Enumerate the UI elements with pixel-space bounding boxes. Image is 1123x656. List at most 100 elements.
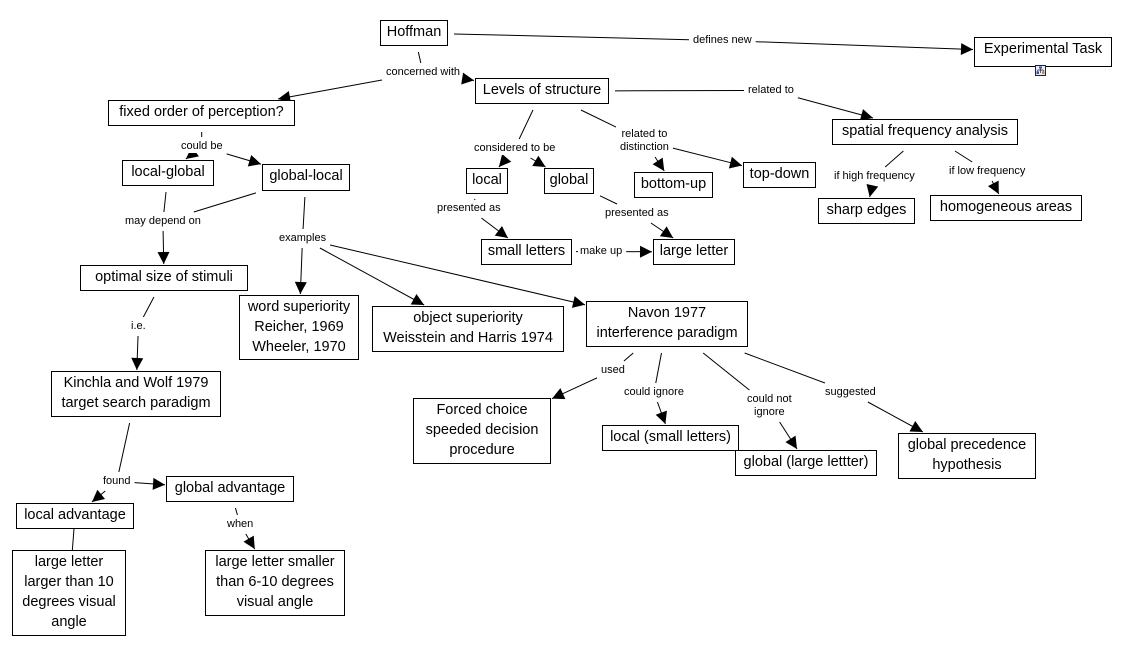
connector-related_to-to-spatial_freq — [797, 97, 874, 119]
concept-local-small-letters[interactable]: local (small letters) — [602, 425, 739, 451]
concept-global-large-letter[interactable]: global (large lettter) — [735, 450, 877, 476]
concept-global[interactable]: global — [544, 168, 594, 194]
arrowhead-considered_to_be-to-local — [498, 153, 512, 167]
arrowhead-presented_as_local-to-small_letters — [494, 225, 508, 238]
concept-top-down[interactable]: top-down — [743, 162, 816, 188]
concept-local-advantage[interactable]: local advantage — [16, 503, 134, 529]
arrowhead-examples-to-word_sup — [294, 281, 307, 294]
connector-concerned_with-to-fixed_order — [277, 79, 383, 100]
arrowhead-if_low-to-homogeneous — [987, 180, 999, 194]
concept-hoffman[interactable]: Hoffman — [380, 20, 448, 46]
link-label-suggested[interactable]: suggested — [824, 386, 877, 399]
link-label-may-depend-on[interactable]: may depend on — [124, 215, 202, 228]
arrowhead-defines_new-to-experimental_task — [960, 43, 973, 56]
link-label-if-low-frequency[interactable]: if low frequency — [948, 165, 1027, 178]
concept-kinchla-and-wolf-1979[interactable]: Kinchla and Wolf 1979 target search para… — [51, 371, 221, 417]
concept-experimental-task[interactable]: Experimental Task — [974, 37, 1112, 67]
link-label-related-to[interactable]: related to — [747, 84, 795, 97]
link-label-could-not-ignore[interactable]: could not ignore — [746, 393, 793, 419]
arrowhead-found-to-global_adv — [152, 477, 165, 490]
connector-hoffman-to-concerned_with — [417, 51, 422, 64]
concept-navon-1977[interactable]: Navon 1977 interference paradigm — [586, 301, 748, 347]
link-label-used[interactable]: used — [600, 364, 626, 377]
concept-bottom-up[interactable]: bottom-up — [634, 172, 713, 198]
connector-navon-to-used — [623, 352, 634, 362]
connector-examples-to-navon — [329, 244, 586, 306]
link-label-concerned-with[interactable]: concerned with — [385, 66, 461, 79]
arrowhead-when-to-large_letter_smaller — [243, 535, 255, 549]
concept-global-precedence-hypothesis[interactable]: global precedence hypothesis — [898, 433, 1036, 479]
link-label-defines-new[interactable]: defines new — [692, 34, 753, 47]
link-label-related-to-distinction[interactable]: related to distinction — [619, 128, 670, 154]
connector-global_local-to-may_depend_on — [193, 192, 257, 213]
connector-local_global-to-may_depend_on — [163, 191, 167, 213]
arrowhead-may_depend_on-to-optimal_size — [157, 251, 170, 264]
connector-defines_new-to-experimental_task — [755, 41, 974, 50]
connector-local-to-presented_as_local — [474, 198, 476, 201]
concept-local-global[interactable]: local-global — [122, 160, 214, 186]
connector-global-to-presented_as_global — [599, 195, 618, 205]
concept-word-superiority[interactable]: word superiority Reicher, 1969 Wheeler, … — [239, 295, 359, 360]
connector-global_local-to-examples — [302, 196, 306, 230]
link-label-make-up[interactable]: make up — [579, 245, 624, 258]
arrowhead-related_to-to-spatial_freq — [859, 109, 874, 121]
concept-spatial-frequency-analysis[interactable]: spatial frequency analysis — [832, 119, 1018, 145]
concept-sharp-edges[interactable]: sharp edges — [818, 198, 915, 224]
connector-spatial_freq-to-if_high — [884, 150, 904, 168]
connector-levels-to-considered_to_be — [518, 109, 534, 140]
connector-examples-to-object_sup — [319, 247, 425, 306]
concept-large-letter[interactable]: large letter — [653, 239, 735, 265]
concept-levels-of-structure[interactable]: Levels of structure — [475, 78, 609, 104]
connector-local_adv-large_letter_larger — [71, 528, 75, 551]
arrowhead-ie-to-kinchla — [131, 357, 144, 370]
arrowhead-could_ignore-to-local_small — [655, 410, 667, 424]
link-label-could-be[interactable]: could be — [180, 140, 224, 153]
link-label-if-high-frequency[interactable]: if high frequency — [833, 170, 916, 183]
connector-spatial_freq-to-if_low — [954, 150, 973, 163]
arrowhead-examples-to-object_sup — [410, 293, 425, 305]
concept-large-letter-larger[interactable]: large letter larger than 10 degrees visu… — [12, 550, 126, 636]
arrowhead-examples-to-navon — [571, 296, 585, 308]
connector-navon-to-could_ignore — [655, 352, 662, 384]
concept-fixed-order-of-perception[interactable]: fixed order of perception? — [108, 100, 295, 126]
connector-navon-to-could_not_ignore — [702, 352, 750, 391]
arrowhead-concerned_with-to-levels — [461, 72, 474, 85]
link-label-examples[interactable]: examples — [278, 232, 328, 245]
concept-global-advantage[interactable]: global advantage — [166, 476, 294, 502]
arrowhead-found-to-local_adv — [91, 489, 106, 502]
concept-forced-choice[interactable]: Forced choice speeded decision procedure — [413, 398, 551, 464]
link-label-presented-as-local[interactable]: presented as — [436, 202, 502, 215]
arrowhead-related_to_distinction-to-top_down — [728, 156, 742, 169]
arrowhead-make_up-to-large_letter — [639, 245, 652, 258]
link-label-found[interactable]: found — [102, 475, 132, 488]
connector-kinchla-to-found — [118, 422, 131, 473]
link-label-presented-as-global[interactable]: presented as — [604, 207, 670, 220]
concept-object-superiority[interactable]: object superiority Weisstein and Harris … — [372, 306, 564, 352]
connector-levels-to-related_to_distinction — [580, 109, 617, 128]
arrowhead-if_high-to-sharp_edges — [866, 183, 879, 197]
connector-hoffman-to-defines_new — [453, 33, 690, 41]
arrowhead-could_not_ignore-to-global_large — [785, 435, 797, 449]
concept-global-local[interactable]: global-local — [262, 164, 350, 191]
arrowhead-concerned_with-to-fixed_order — [278, 90, 291, 103]
link-label-when[interactable]: when — [226, 518, 255, 531]
concept-optimal-size-of-stimuli[interactable]: optimal size of stimuli — [80, 265, 248, 291]
connector-global_adv-to-when — [234, 507, 238, 516]
connector-navon-to-suggested — [744, 352, 826, 384]
concept-local[interactable]: local — [466, 168, 508, 194]
arrowhead-could_be-to-global_local — [247, 154, 261, 167]
link-label-considered-to-be[interactable]: considered to be — [473, 142, 557, 155]
concept-large-letter-smaller[interactable]: large letter smaller than 6-10 degrees v… — [205, 550, 345, 616]
connector-optimal_size-to-ie — [142, 296, 155, 318]
submap-icon[interactable] — [1035, 65, 1046, 76]
arrowhead-related_to_distinction-to-bottom_up — [652, 157, 665, 171]
concept-homogeneous-areas[interactable]: homogeneous areas — [930, 195, 1082, 221]
concept-small-letters[interactable]: small letters — [481, 239, 572, 265]
arrowhead-suggested-to-global_prec — [909, 420, 923, 432]
link-label-ie[interactable]: i.e. — [130, 320, 147, 333]
arrowhead-used-to-forced_choice — [552, 388, 566, 400]
arrowhead-presented_as_global-to-large_letter — [659, 226, 674, 238]
link-label-could-ignore[interactable]: could ignore — [623, 386, 685, 399]
